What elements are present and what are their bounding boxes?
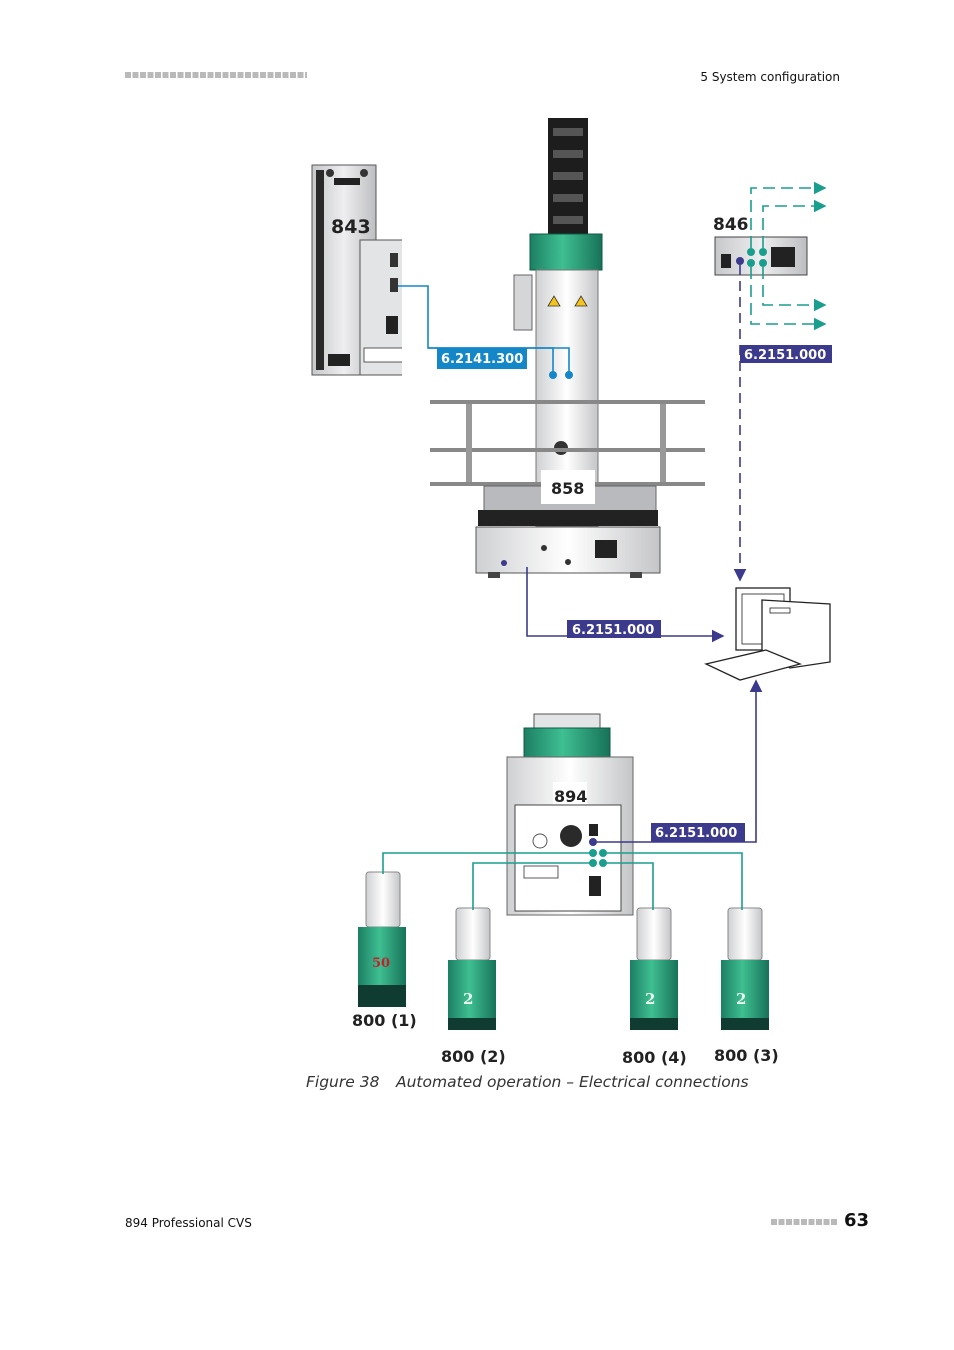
device-846: 846 (713, 215, 808, 276)
cable-894-msb-dosinos (382, 852, 743, 910)
device-800-1: 50 (358, 871, 406, 1007)
device-843: 843 (311, 164, 409, 376)
header-decoration (125, 72, 307, 78)
cable-label-846-pc: 6.2151.000 (740, 345, 832, 363)
device-label-843: 843 (331, 216, 371, 238)
device-800-3: 2 (721, 907, 769, 1030)
svg-text:6.2151.000: 6.2151.000 (655, 826, 737, 841)
figure-caption-text: Automated operation – Electrical connect… (396, 1073, 749, 1091)
device-computer (704, 587, 831, 681)
dosino-volume-1: 50 (372, 956, 390, 971)
device-label-800-3: 800 (3) (714, 1046, 779, 1065)
cable-846-msb-outputs (750, 181, 827, 331)
figure-caption: Figure 38 Automated operation – Electrica… (306, 1073, 749, 1091)
device-894: 894 (492, 708, 642, 918)
cable-label-894-pc: 6.2151.000 (651, 823, 745, 842)
footer-decoration (771, 1219, 837, 1225)
svg-text:6.2141.300: 6.2141.300 (441, 352, 523, 367)
device-label-858: 858 (551, 479, 584, 498)
cable-label-843-858: 6.2141.300 (437, 348, 527, 369)
device-label-894: 894 (554, 787, 587, 806)
dosino-volume-2: 2 (463, 990, 473, 1008)
device-label-800-4: 800 (4) (622, 1048, 687, 1067)
page-number: 63 (844, 1210, 870, 1231)
dosino-volume-3: 2 (736, 990, 746, 1008)
footer-product-name: 894 Professional CVS (125, 1216, 252, 1230)
figure-caption-number: Figure 38 (306, 1073, 380, 1091)
device-label-800-1: 800 (1) (352, 1011, 417, 1030)
device-label-846: 846 (713, 215, 749, 235)
header-section-title: 5 System configuration (700, 70, 840, 84)
svg-text:6.2151.000: 6.2151.000 (744, 348, 826, 363)
cable-label-858-pc: 6.2151.000 (567, 620, 661, 638)
device-label-800-2: 800 (2) (441, 1047, 506, 1066)
dosino-volume-4: 2 (645, 990, 655, 1008)
svg-text:6.2151.000: 6.2151.000 (572, 623, 654, 638)
device-800-2: 2 (448, 907, 496, 1030)
cable-894-pc (597, 679, 763, 843)
device-800-4: 2 (630, 907, 678, 1030)
